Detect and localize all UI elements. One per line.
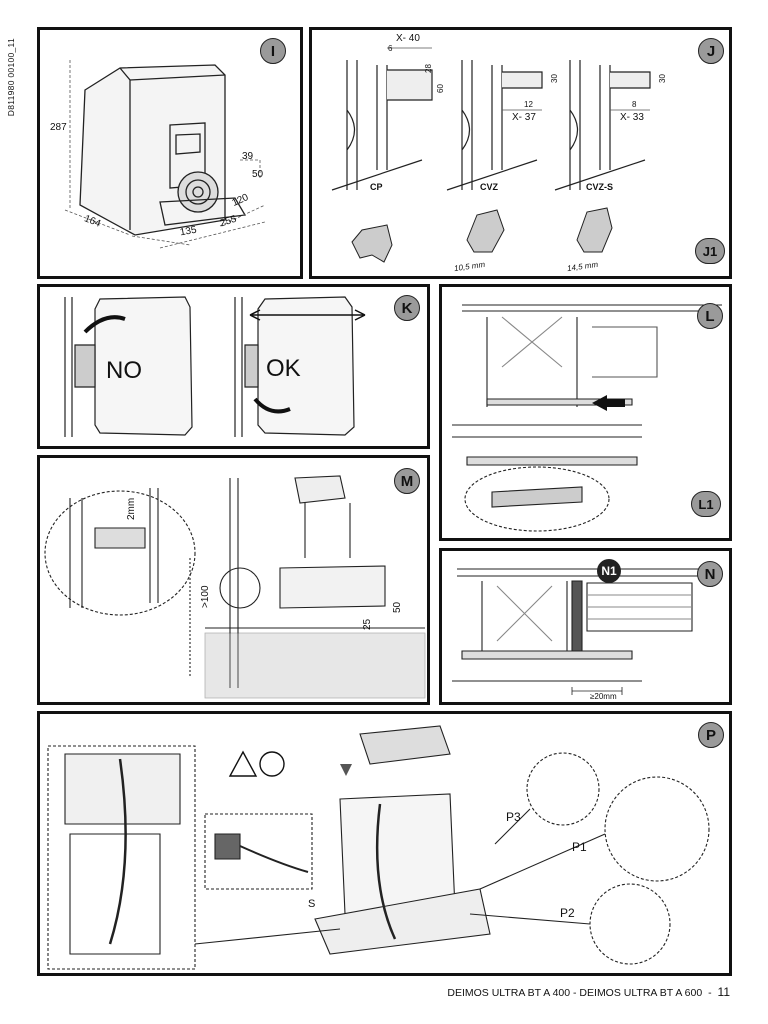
badge-l1: L1 [691,491,721,517]
badge-j: J [698,38,724,64]
dim-cvz-30: 30 [549,74,559,83]
callout-p2: P2 [560,906,575,920]
dim-50: 50 [392,601,403,613]
dim-60: 60 [435,84,445,93]
panel-m: 2mm >100 50 25 M [37,455,430,705]
motor-dimensions-drawing [40,30,300,276]
dim-ge20mm: ≥20mm [590,692,617,701]
dim-6: 6 [388,44,393,53]
dim-x37: X- 37 [512,112,536,123]
badge-n: N [697,561,723,587]
panel-i: 287 164 135 255 120 39 50 I [37,27,303,279]
badge-k: K [394,295,420,321]
footer-product: DEIMOS ULTRA BT A 400 - DEIMOS ULTRA BT … [447,987,703,999]
dim-cvzs-8: 8 [632,100,637,109]
panel-l: L L1 [439,284,732,541]
panel-j: X- 40 6 28 60 30 12 X- 37 30 8 X- 33 CP … [309,27,732,279]
badge-n1: N1 [597,559,621,583]
badge-i: I [260,38,286,64]
rack-alignment-drawing [442,287,729,538]
dim-x40: X- 40 [396,33,420,44]
panel-k: NO OK K [37,284,430,449]
page-footer: DEIMOS ULTRA BT A 400 - DEIMOS ULTRA BT … [447,985,730,999]
dim-25: 25 [362,618,373,630]
dim-cvzs-30: 30 [657,74,667,83]
callout-s: S [308,898,316,910]
dim-x33: X- 33 [620,112,644,123]
dim-pinion-b: 50 [252,169,264,180]
dim-cvz-12: 12 [524,100,533,109]
variant-cvz-s: CVZ-S [586,182,613,192]
variant-cp: CP [370,182,383,192]
callout-p1: P1 [572,840,587,854]
motor-installation-height-drawing [40,458,427,702]
callout-p3: P3 [506,810,521,824]
label-no: NO [106,357,142,384]
dim-2mm: 2mm [126,497,137,520]
document-code: D811980 00100_11 [6,38,16,117]
badge-m: M [394,468,420,494]
badge-p: P [698,722,724,748]
control-unit-wiring-drawing [40,714,729,973]
dim-pinion-a: 39 [242,151,254,162]
dim-height: 287 [50,122,67,133]
footer-separator: - [708,987,712,999]
label-ok: OK [266,355,301,382]
limit-switch-drawing [442,551,729,702]
dim-28: 28 [423,64,433,73]
variant-cvz: CVZ [480,182,498,192]
motor-orientation-drawing [40,287,427,446]
rack-mounting-drawing [312,30,729,276]
panel-p: P3 P1 P2 S P [37,711,732,976]
panel-n: N1 ≥20mm N [439,548,732,705]
page-number: 11 [717,985,730,999]
dim-gt100: >100 [200,585,211,608]
badge-l: L [697,303,723,329]
badge-j1: J1 [695,238,725,264]
